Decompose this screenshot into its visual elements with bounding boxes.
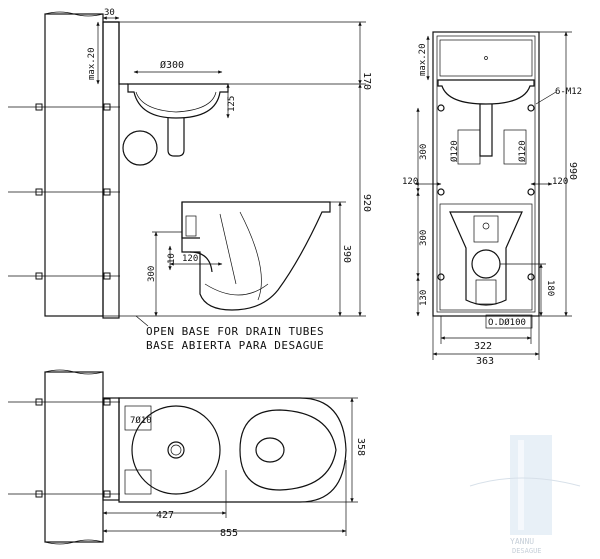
- dim-pipe-right: Ø120: [517, 140, 528, 162]
- front-drain-outlet: [471, 249, 501, 279]
- watermark-sub: DESAGUE: [512, 547, 542, 555]
- plan-wall: [44, 371, 104, 543]
- dim-lower-spacing: 300: [419, 230, 429, 246]
- front-drain-pipe: [479, 104, 493, 157]
- plan-wall-bolts: [8, 398, 120, 498]
- back-panel: [102, 21, 120, 319]
- side-wall: [44, 13, 104, 317]
- side-wall-bolts: [8, 103, 120, 280]
- basin-drain-pipe: [167, 118, 185, 157]
- dim-basin-depth: 125: [227, 96, 237, 112]
- note-open-base-en: OPEN BASE FOR DRAIN TUBES: [146, 325, 324, 338]
- dim-basin-top: 170: [361, 72, 372, 90]
- dim-total-height-side: 920: [361, 194, 372, 212]
- dim-bowl-rim: 10: [167, 253, 177, 264]
- dim-plan-length: 855: [220, 528, 238, 539]
- watermark-logo: YANNU DESAGUE: [469, 435, 581, 555]
- dim-drain-hole: 7Ø10: [130, 415, 152, 426]
- access-cover: [122, 130, 158, 166]
- wash-basin: [127, 83, 229, 119]
- wall-break-top: [44, 11, 104, 17]
- dim-basin-diameter: Ø300: [160, 59, 184, 71]
- dim-bowl-height: 390: [341, 245, 352, 263]
- plan-basin: [131, 405, 221, 495]
- plan-basin-drain: [167, 441, 185, 459]
- front-outer-panel: [432, 31, 540, 317]
- dim-basin-offset: 427: [156, 510, 174, 521]
- front-inner-panel: [436, 35, 536, 313]
- dim-max-height-front: max.20: [418, 43, 428, 76]
- dim-inner-width: 322: [474, 341, 492, 352]
- front-pipe-right: [503, 129, 527, 165]
- dim-outlet-height: 300: [147, 266, 157, 282]
- front-bolts: [437, 104, 535, 281]
- front-pipe-left: [457, 129, 481, 165]
- dim-bolts: 6-M12: [555, 87, 582, 97]
- front-toilet: [449, 211, 523, 306]
- dim-drain-height: 180: [545, 280, 555, 296]
- dim-drain-outlet: O.DØ100: [488, 317, 526, 328]
- front-basin: [437, 79, 535, 105]
- note-open-base-es: BASE ABIERTA PARA DESAGUE: [146, 339, 324, 352]
- plan-toilet-bowl: [239, 409, 337, 491]
- plan-outline: [118, 397, 347, 503]
- dim-plan-depth: 358: [355, 438, 366, 456]
- dim-offset-right: 120: [552, 177, 568, 187]
- front-view: max.20 6-M12 300 120 120 300 130 Ø120 Ø1…: [402, 31, 582, 367]
- dim-outlet-width: 120: [182, 254, 198, 264]
- toilet-outlet: [189, 251, 213, 273]
- dim-total-width: 363: [476, 356, 494, 367]
- plan-view: 7Ø10 358 427 855: [8, 369, 366, 545]
- dim-upper-spacing: 300: [419, 144, 429, 160]
- dim-bottom-offset: 130: [419, 290, 429, 306]
- side-view: 30 max.20 Ø300 125 170 920 390 120 10 30…: [8, 8, 372, 352]
- dim-gap-top: 30: [104, 8, 115, 18]
- dim-total-height-front: 990: [567, 162, 578, 180]
- plan-back-panel: [102, 397, 120, 501]
- plan-bowl-drain: [255, 437, 285, 463]
- watermark-brand: YANNU: [510, 537, 534, 546]
- dim-offset-left: 120: [402, 177, 418, 187]
- dim-pipe-left: Ø120: [449, 140, 460, 162]
- basin-tower: [103, 21, 128, 85]
- dim-max-height-side: max.20: [87, 47, 97, 80]
- toilet-bowl: [181, 201, 331, 311]
